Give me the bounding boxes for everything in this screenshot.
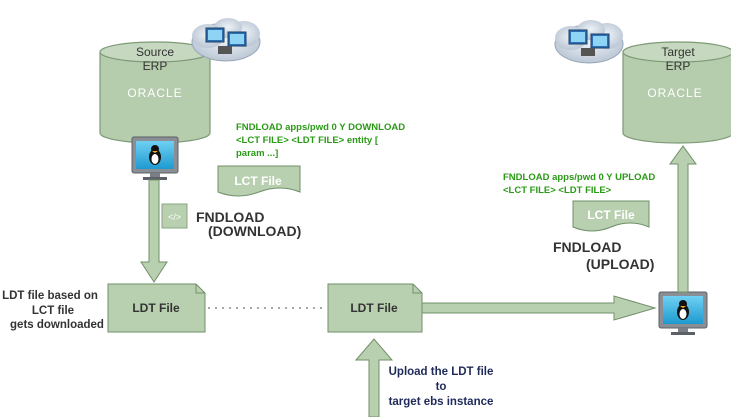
source-db-subtitle: ERP — [143, 59, 168, 73]
target-oracle-logo: ORACLE — [647, 86, 702, 100]
source-oracle-logo: ORACLE — [127, 86, 182, 100]
lct-file-left: LCT File — [217, 165, 301, 197]
cloud-computer-icon — [191, 18, 261, 62]
upload-transfer-arrow — [421, 295, 657, 321]
upload-note-line3: target ebs instance — [389, 396, 494, 408]
upload-ldt-arrow — [354, 338, 394, 417]
lct-file-left-label: LCT File — [234, 174, 282, 188]
upload-command-line1: FNDLOAD apps/pwd 0 Y UPLOAD — [503, 172, 655, 183]
download-command-line1: FNDLOAD apps/pwd 0 Y DOWNLOAD — [236, 122, 405, 133]
cloud-computer-icon — [554, 20, 624, 64]
ldt-download-note: LDT file based on LCT file gets download… — [2, 290, 104, 331]
upload-ldt-note: Upload the LDT file to target ebs instan… — [389, 366, 494, 408]
target-db-subtitle: ERP — [666, 59, 691, 73]
linux-monitor-icon — [658, 291, 708, 335]
fndload-download-line2: (DOWNLOAD) — [208, 223, 301, 239]
download-arrow — [140, 179, 168, 283]
fndload-upload-line2: (UPLOAD) — [586, 256, 654, 272]
target-erp-database: Target ERP ORACLE — [622, 41, 731, 144]
download-command: FNDLOAD apps/pwd 0 Y DOWNLOAD <LCT FILE>… — [236, 122, 405, 159]
upload-note-line1: Upload the LDT file — [389, 366, 494, 378]
ldt-note-line2: LCT file — [32, 305, 74, 317]
upload-command: FNDLOAD apps/pwd 0 Y UPLOAD <LCT FILE> <… — [503, 172, 655, 196]
ldt-note-line3: gets downloaded — [10, 319, 104, 331]
fndload-upload-line1: FNDLOAD — [553, 239, 621, 255]
lct-file-right: LCT File — [572, 200, 650, 232]
fndload-download-label: FNDLOAD (DOWNLOAD) — [196, 209, 301, 239]
ldt-file-right-label: LDT File — [350, 301, 398, 315]
ldt-file-left-label: LDT File — [132, 301, 180, 315]
ldt-note-line1: LDT file based on — [2, 290, 98, 302]
ldt-file-left: LDT File — [107, 283, 206, 333]
code-icon-label: </> — [168, 212, 181, 222]
fndload-upload-label: FNDLOAD (UPLOAD) — [553, 239, 654, 272]
download-command-line2: <LCT FILE> <LDT FILE> entity [ — [236, 135, 379, 146]
source-db-title: Source — [136, 45, 174, 59]
download-command-line3: param ...] — [236, 148, 278, 159]
lct-file-right-label: LCT File — [587, 208, 635, 222]
code-icon: </> — [161, 203, 188, 229]
upload-command-line2: <LCT FILE> <LDT FILE> — [503, 185, 612, 196]
fndload-download-line1: FNDLOAD — [196, 209, 264, 225]
target-db-title: Target — [661, 45, 695, 59]
source-erp-database: Source ERP ORACLE — [99, 41, 211, 144]
upload-up-arrow — [669, 145, 697, 293]
upload-note-line2: to — [436, 381, 447, 393]
ldt-file-right: LDT File — [327, 283, 423, 333]
linux-monitor-icon — [131, 136, 179, 180]
